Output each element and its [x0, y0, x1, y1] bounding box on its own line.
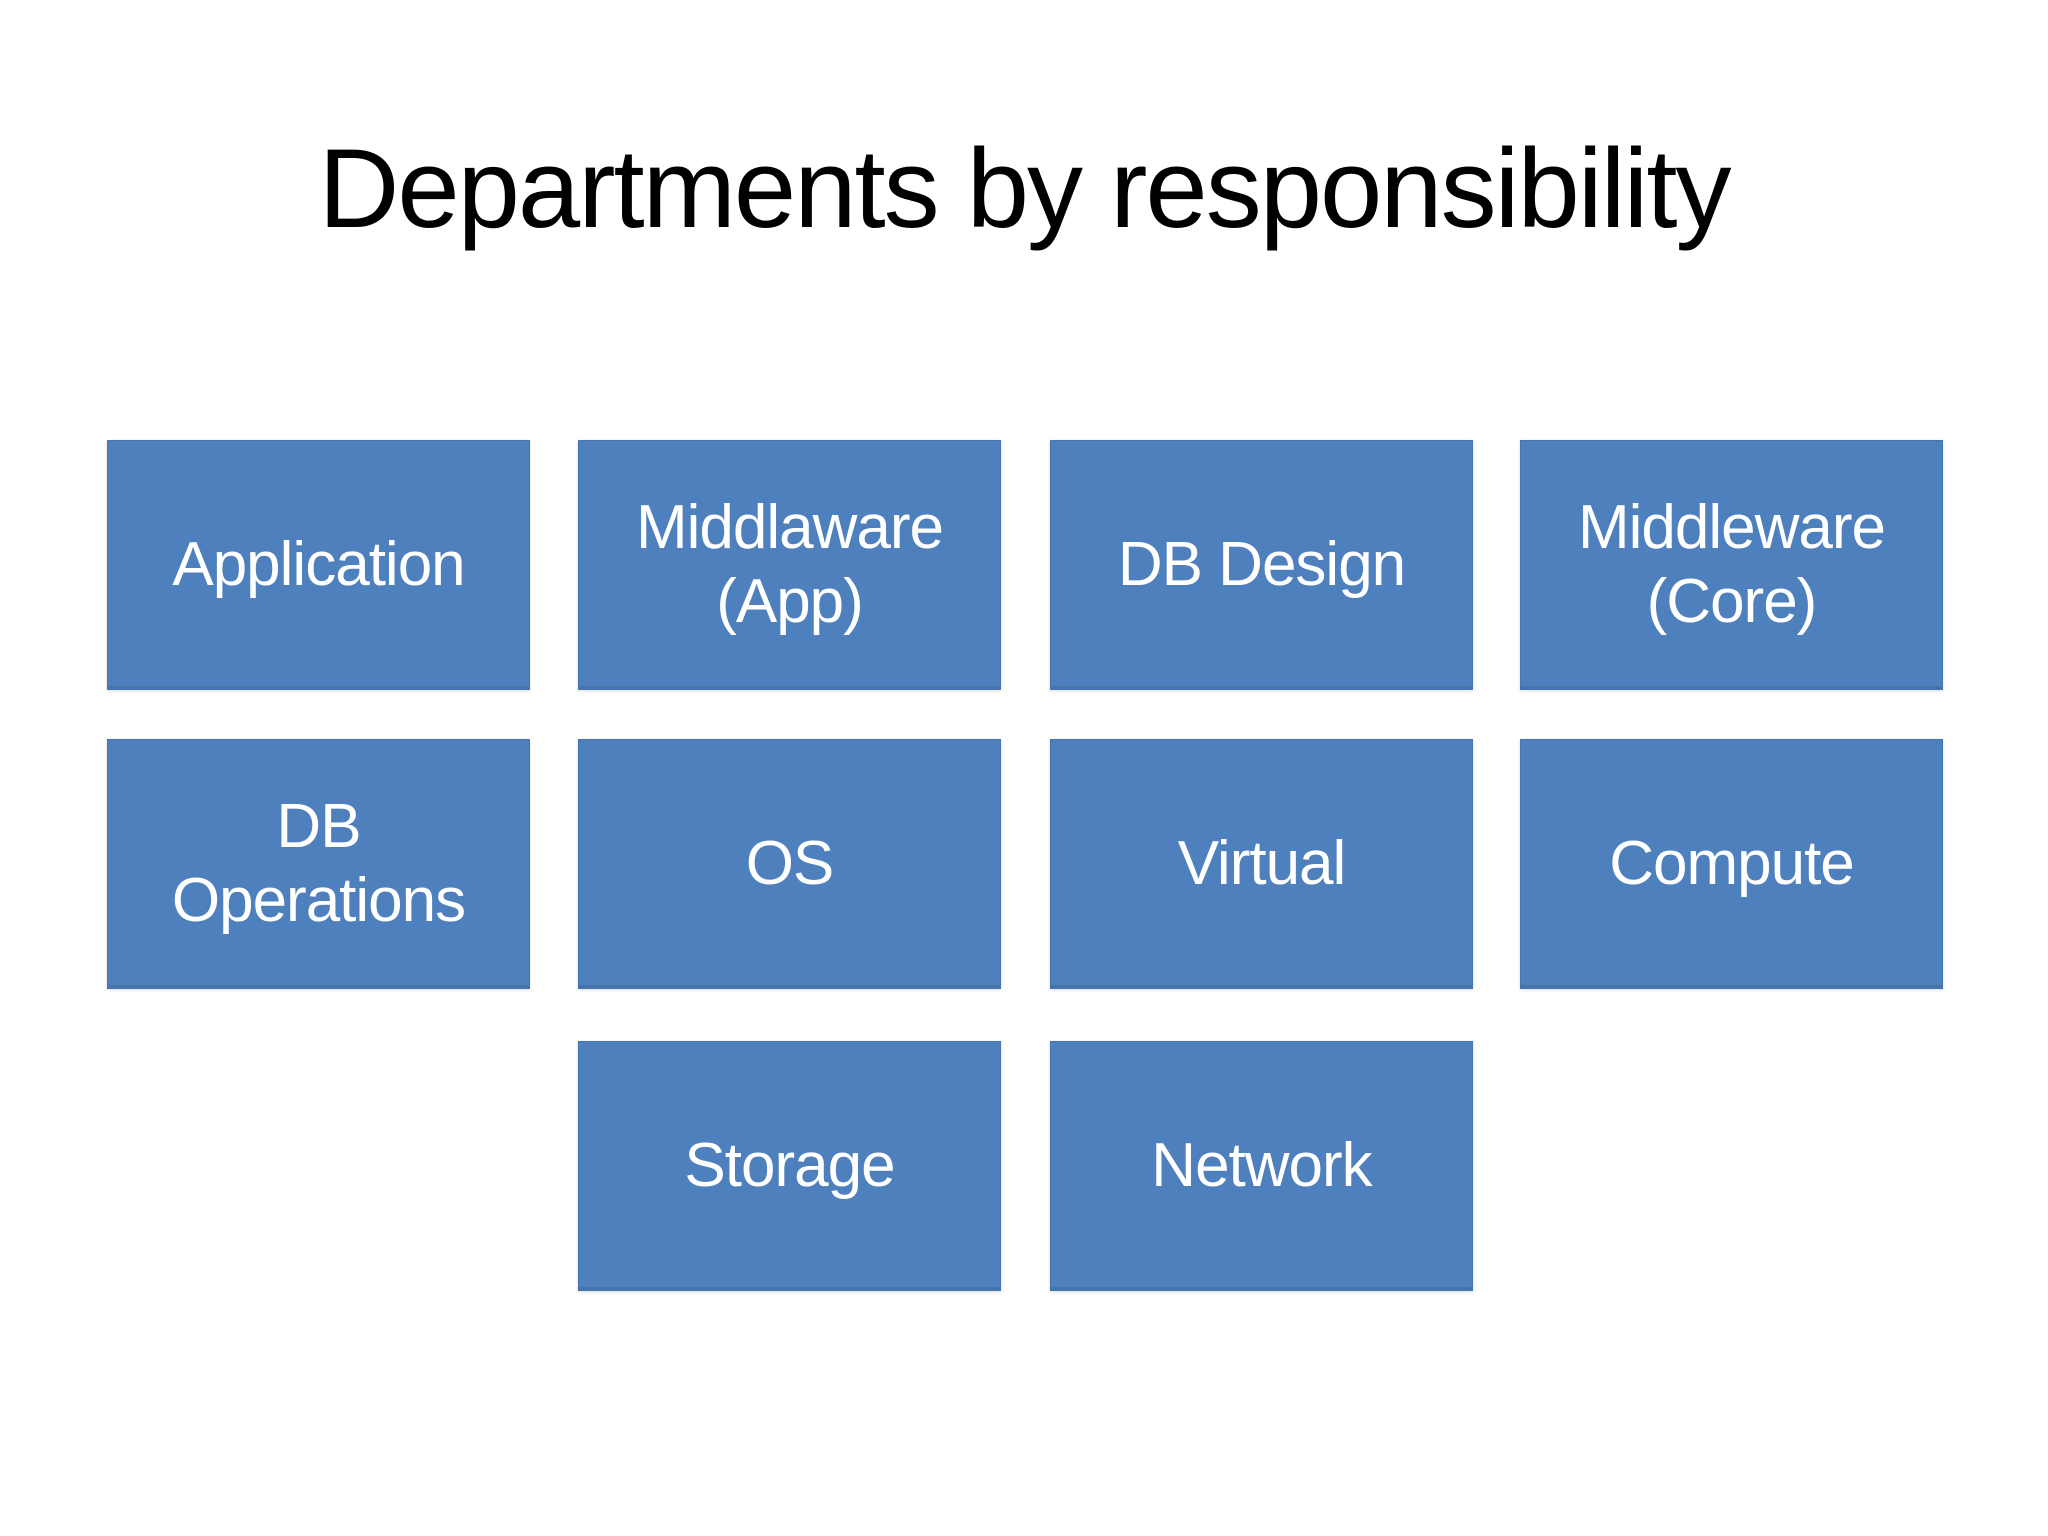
department-box: DB Design — [1050, 440, 1473, 690]
department-box: Storage — [578, 1041, 1001, 1291]
department-label: Storage — [684, 1130, 895, 1200]
department-box: Middlaware (App) — [578, 440, 1001, 690]
department-box: Application — [107, 440, 530, 690]
department-label: Middlaware (App) — [635, 492, 944, 636]
department-box: Compute — [1520, 739, 1943, 989]
department-box: DB Operations — [107, 739, 530, 989]
department-label: OS — [745, 828, 835, 898]
department-label: Application — [172, 529, 465, 599]
slide-title: Departments by responsibility — [318, 126, 1731, 251]
department-label: Middleware (Core) — [1577, 492, 1886, 636]
department-box: Network — [1050, 1041, 1473, 1291]
department-box: OS — [578, 739, 1001, 989]
department-label: DB Design — [1117, 529, 1406, 599]
department-box: Virtual — [1050, 739, 1473, 989]
department-label: Network — [1151, 1130, 1372, 1200]
department-label: Compute — [1609, 828, 1855, 898]
department-label: DB Operations — [171, 791, 466, 935]
department-box: Middleware (Core) — [1520, 440, 1943, 690]
department-label: Virtual — [1177, 828, 1347, 898]
